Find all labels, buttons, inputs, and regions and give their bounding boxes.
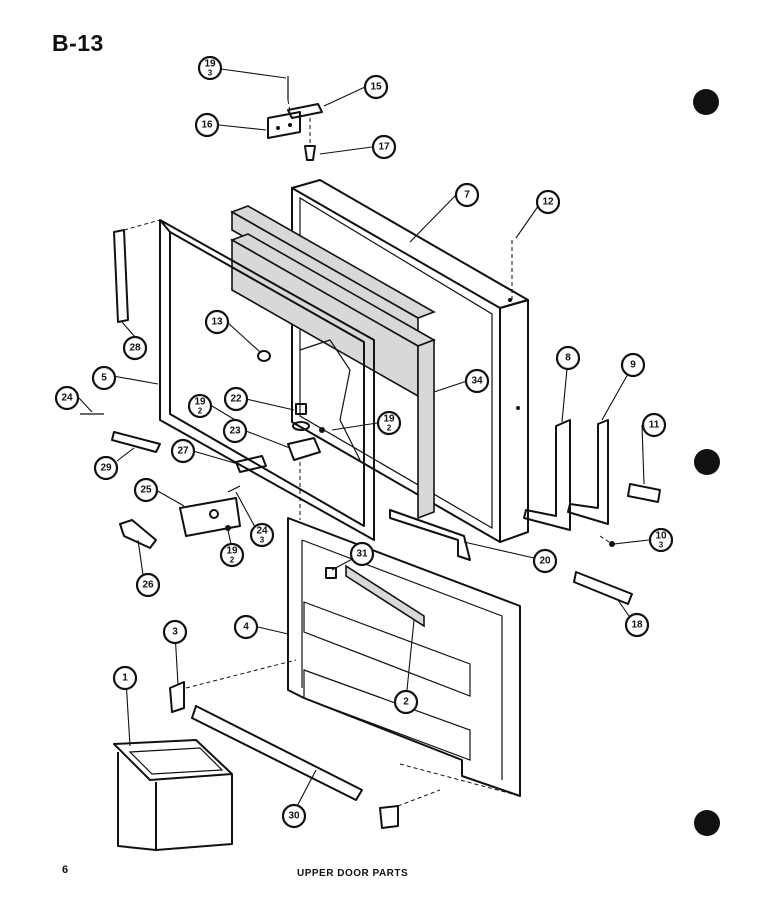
callout-9: 9 [620, 352, 646, 378]
callout-19-2-bottom: 19 2 [219, 542, 245, 568]
door-liner [287, 517, 521, 797]
svg-text:2: 2 [198, 407, 203, 416]
svg-text:31: 31 [356, 549, 368, 560]
hinge-arm [287, 103, 323, 119]
svg-text:22: 22 [230, 394, 242, 405]
svg-text:16: 16 [201, 120, 213, 131]
page-title: B-13 [52, 30, 104, 56]
callout-12: 12 [535, 189, 561, 215]
svg-text:2: 2 [387, 424, 392, 433]
svg-text:28: 28 [129, 343, 141, 354]
svg-text:12: 12 [542, 197, 554, 208]
callout-23: 23 [222, 418, 248, 444]
callout-5: 5 [91, 365, 117, 391]
hinge-plate [267, 111, 301, 139]
svg-text:3: 3 [659, 541, 664, 550]
callout-1: 1 [112, 665, 138, 691]
retainer-clip [379, 805, 399, 829]
gasket-strip [113, 229, 129, 323]
svg-text:26: 26 [142, 580, 154, 591]
callout-2: 2 [393, 689, 419, 715]
svg-text:18: 18 [631, 620, 643, 631]
callout-4: 4 [233, 614, 259, 640]
callout-18: 18 [624, 612, 650, 638]
svg-text:8: 8 [565, 353, 571, 364]
svg-text:3: 3 [172, 627, 178, 638]
callout-24-3: 24 3 [249, 522, 275, 548]
svg-text:13: 13 [211, 317, 223, 328]
callout-22: 22 [223, 386, 249, 412]
callout-16: 16 [194, 112, 220, 138]
callout-19-2-left: 19 2 [187, 393, 213, 419]
svg-text:1: 1 [122, 673, 128, 684]
binder-hole-middle [694, 449, 720, 475]
svg-text:4: 4 [243, 622, 249, 633]
callout-31: 31 [349, 541, 375, 567]
svg-text:9: 9 [630, 360, 636, 371]
lower-hinge-parts [257, 350, 325, 461]
door-trim-strip [573, 571, 633, 605]
callout-19-2-right: 19 2 [376, 410, 402, 436]
svg-text:29: 29 [100, 463, 112, 474]
callout-15: 15 [363, 74, 389, 100]
callout-24-left: 24 [54, 385, 80, 411]
door-brackets [523, 419, 661, 531]
svg-text:24: 24 [256, 526, 268, 537]
hinge-pin [304, 145, 316, 161]
callout-8: 8 [555, 345, 581, 371]
callout-29: 29 [93, 455, 119, 481]
foam-breaker-strips [230, 205, 436, 520]
svg-text:19: 19 [383, 414, 395, 425]
callout-27: 27 [170, 438, 196, 464]
svg-text:3: 3 [260, 536, 265, 545]
page-caption: UPPER DOOR PARTS [297, 868, 409, 879]
svg-text:24: 24 [61, 393, 73, 404]
handle-hardware [80, 413, 267, 549]
top-hinge [267, 76, 323, 161]
svg-text:20: 20 [539, 556, 551, 567]
svg-text:30: 30 [288, 811, 300, 822]
page-number: 6 [62, 864, 69, 876]
svg-text:25: 25 [140, 485, 152, 496]
callout-7: 7 [454, 182, 480, 208]
svg-text:11: 11 [649, 420, 660, 431]
callout-17: 17 [371, 134, 397, 160]
trim-strip [111, 431, 161, 453]
svg-text:10: 10 [655, 531, 667, 542]
svg-text:19: 19 [204, 59, 216, 70]
bottom-bracket [389, 509, 471, 561]
callout-3: 3 [162, 619, 188, 645]
svg-text:17: 17 [378, 142, 390, 153]
svg-text:34: 34 [471, 376, 483, 387]
svg-text:15: 15 [370, 82, 382, 93]
shelf-clip [169, 681, 185, 713]
svg-text:2: 2 [230, 556, 235, 565]
callout-13: 13 [204, 309, 230, 335]
callout-25: 25 [133, 477, 159, 503]
svg-text:19: 19 [194, 397, 206, 408]
callout-30: 30 [281, 803, 307, 829]
svg-text:7: 7 [464, 190, 470, 201]
callout-20: 20 [532, 548, 558, 574]
binder-hole-bottom [694, 810, 720, 836]
callout-19-3-top: 19 3 [197, 55, 223, 81]
svg-text:3: 3 [208, 69, 213, 78]
svg-text:2: 2 [403, 697, 409, 708]
callout-11: 11 [641, 412, 667, 438]
binder-hole-top [693, 89, 719, 115]
callout-26: 26 [135, 572, 161, 598]
inner-door-frame [159, 219, 375, 541]
door-shelf-bin [113, 739, 233, 851]
svg-text:19: 19 [226, 546, 238, 557]
callout-28: 28 [122, 335, 148, 361]
callout-34: 34 [464, 368, 490, 394]
svg-text:23: 23 [229, 426, 241, 437]
svg-text:5: 5 [101, 373, 107, 384]
svg-text:27: 27 [177, 446, 189, 457]
callout-10-3: 10 3 [648, 527, 674, 553]
shelf-retainer [191, 705, 363, 801]
